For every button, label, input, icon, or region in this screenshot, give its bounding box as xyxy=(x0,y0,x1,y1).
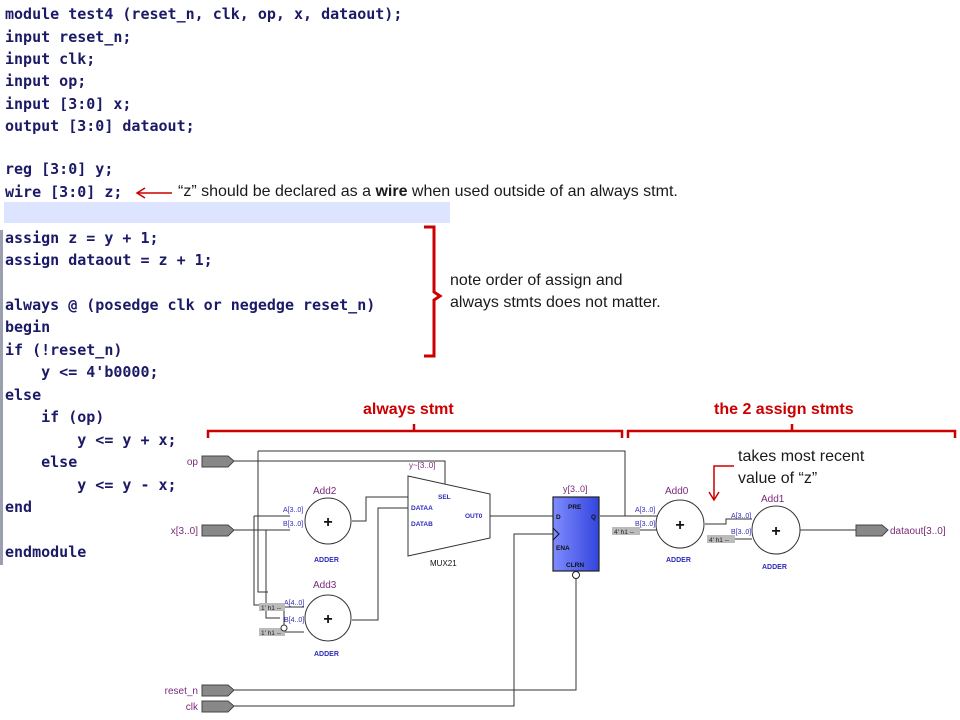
code-line: if (op) xyxy=(5,408,105,426)
code-line: begin xyxy=(5,318,51,336)
svg-text:CLRN: CLRN xyxy=(566,562,584,569)
code-line: if (!reset_n) xyxy=(5,341,123,359)
code-line: assign dataout = z + 1; xyxy=(5,251,213,269)
svg-text:B[3..0]: B[3..0] xyxy=(283,521,303,528)
code-line: endmodule xyxy=(5,543,87,561)
wire-note: “z” should be declared as a wire when us… xyxy=(178,183,678,200)
svg-text:ADDER: ADDER xyxy=(666,557,691,564)
code-line: y <= y - x; xyxy=(5,476,177,494)
svg-text:Add0: Add0 xyxy=(665,486,689,497)
svg-text:Add2: Add2 xyxy=(313,486,337,497)
order-note-line2: always stmts does not matter. xyxy=(450,294,661,311)
svg-text:ADDER: ADDER xyxy=(314,557,339,564)
adder-add1: Add1 + A[3..0] B[3..0] ADDER 4' h1 -- xyxy=(707,494,801,571)
input-port-x: x[3..0] xyxy=(171,524,235,537)
code-line: input reset_n; xyxy=(5,28,132,46)
recent-note-line1: takes most recent xyxy=(738,448,865,465)
input-port-op: op xyxy=(187,455,235,468)
svg-text:y~[3..0]: y~[3..0] xyxy=(409,461,435,470)
svg-text:reset_n: reset_n xyxy=(165,686,198,697)
svg-text:dataout[3..0]: dataout[3..0] xyxy=(890,526,946,537)
code-line: end xyxy=(5,498,33,516)
editor-gutter xyxy=(0,230,3,565)
code-line: else xyxy=(5,453,78,471)
adder-add0: Add0 + A[3..0] B[3..0] ADDER 4' h1 -- xyxy=(612,486,705,564)
always-stmt-label: always stmt xyxy=(363,401,454,418)
svg-text:DATAB: DATAB xyxy=(411,521,433,528)
code-editor: module test4 (reset_n, clk, op, x, datao… xyxy=(0,0,450,565)
code-line: y <= 4'b0000; xyxy=(5,363,159,381)
svg-text:+: + xyxy=(675,517,684,534)
svg-text:B[3..0]: B[3..0] xyxy=(731,529,751,536)
adder-add3: Add3 + A[4..0] B[4..0] ADDER 1' h1 -- 1'… xyxy=(259,580,352,658)
svg-text:Q: Q xyxy=(591,514,596,521)
svg-text:A[3..0]: A[3..0] xyxy=(283,507,303,514)
svg-text:SEL: SEL xyxy=(438,494,451,501)
code-line: always @ (posedge clk or negedge reset_n… xyxy=(5,296,376,314)
assign-brace xyxy=(626,424,957,438)
input-port-clk: clk xyxy=(186,700,235,713)
input-port-reset-n: reset_n xyxy=(165,684,235,697)
code-line: reg [3:0] y; xyxy=(5,160,114,178)
svg-text:+: + xyxy=(771,523,780,540)
svg-text:1' h1 --: 1' h1 -- xyxy=(261,630,281,637)
svg-text:4' h1 --: 4' h1 -- xyxy=(709,537,729,544)
always-brace xyxy=(206,424,624,438)
register-y: y[3..0] PRE D Q ENA CLRN xyxy=(552,484,600,579)
assign-stmts-label: the 2 assign stmts xyxy=(714,401,854,418)
code-line: assign z = y + 1; xyxy=(5,229,159,247)
code-line: input [3:0] x; xyxy=(5,95,132,113)
svg-text:+: + xyxy=(323,611,332,628)
svg-text:4' h1 --: 4' h1 -- xyxy=(614,529,634,536)
svg-text:A[3..0]: A[3..0] xyxy=(731,513,751,520)
down-arrow-icon xyxy=(708,465,734,502)
schematic-wires xyxy=(232,450,856,707)
svg-text:ENA: ENA xyxy=(556,545,570,552)
svg-text:A[3..0]: A[3..0] xyxy=(635,507,655,514)
svg-text:op: op xyxy=(187,457,199,468)
svg-text:PRE: PRE xyxy=(568,504,582,511)
svg-text:D: D xyxy=(556,514,561,521)
svg-text:x[3..0]: x[3..0] xyxy=(171,526,198,537)
svg-text:OUT0: OUT0 xyxy=(465,513,483,520)
code-line: output [3:0] dataout; xyxy=(5,117,195,135)
svg-text:clk: clk xyxy=(186,702,199,713)
svg-text:DATAA: DATAA xyxy=(411,505,433,512)
mux21: y~[3..0] SEL DATAA DATAB OUT0 MUX21 xyxy=(407,461,491,568)
svg-text:1' h1 --: 1' h1 -- xyxy=(261,605,281,612)
svg-text:+: + xyxy=(323,514,332,531)
code-line: input clk; xyxy=(5,50,96,68)
code-line: module test4 (reset_n, clk, op, x, datao… xyxy=(5,5,403,23)
code-line: y <= y + x; xyxy=(5,431,177,449)
svg-text:MUX21: MUX21 xyxy=(430,559,457,568)
svg-text:A[4..0]: A[4..0] xyxy=(284,600,304,607)
svg-text:ADDER: ADDER xyxy=(762,564,787,571)
output-port-dataout: dataout[3..0] xyxy=(855,524,946,537)
code-line: else xyxy=(5,386,42,404)
svg-text:y[3..0]: y[3..0] xyxy=(563,484,588,494)
code-line: input op; xyxy=(5,72,87,90)
code-bracket xyxy=(424,225,443,358)
order-note-line1: note order of assign and xyxy=(450,272,623,289)
svg-text:Add3: Add3 xyxy=(313,580,337,591)
recent-note-line2: value of “z” xyxy=(738,470,818,487)
svg-text:ADDER: ADDER xyxy=(314,651,339,658)
code-line: wire [3:0] z; xyxy=(5,183,123,201)
svg-text:B[3..0]: B[3..0] xyxy=(635,521,655,528)
adder-add2: Add2 + A[3..0] B[3..0] ADDER xyxy=(283,486,352,564)
arrow-icon xyxy=(135,187,172,199)
highlighted-line xyxy=(4,202,450,223)
svg-text:Add1: Add1 xyxy=(761,494,785,505)
svg-text:B[4..0]: B[4..0] xyxy=(284,617,304,624)
